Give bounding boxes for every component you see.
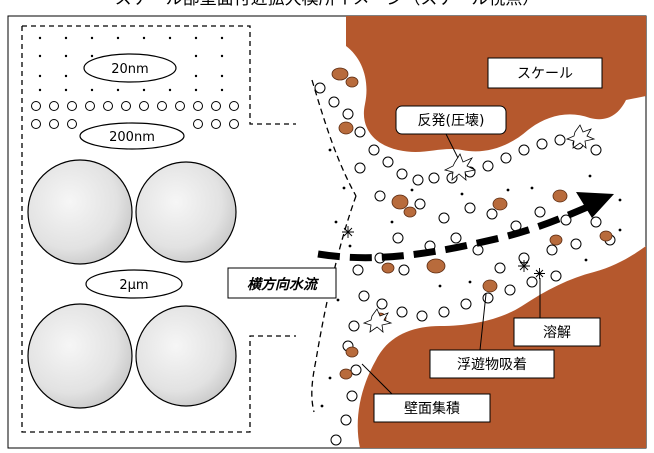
svg-text:2μm: 2μm [119, 278, 148, 293]
pore-grid-200nm [31, 101, 239, 129]
cut-off-title: スケール部壁面付近拡大模所イメージ（スケール視点） [0, 0, 654, 9]
size-label-2um: 2μm [85, 269, 183, 299]
pore-block-outline [21, 25, 296, 433]
size-label-200nm: 200nm [79, 122, 185, 150]
svg-text:スケール: スケール [517, 66, 573, 82]
label-suspended-adsorption: 浮遊物吸着 [429, 293, 555, 379]
svg-text:反発(圧壊): 反発(圧壊) [418, 113, 485, 129]
label-scale: スケール [487, 57, 603, 89]
svg-text:壁面集積: 壁面集積 [404, 400, 460, 417]
size-label-20nm: 20nm [83, 53, 177, 83]
flow-arrow-icon [317, 202, 592, 262]
flow-arrow-head [576, 192, 614, 218]
svg-text:20nm: 20nm [111, 62, 148, 77]
flow-boundary-lower [311, 195, 357, 413]
svg-text:浮遊物吸着: 浮遊物吸着 [457, 357, 527, 373]
asterisk-particle-icon [342, 226, 545, 279]
burst-icon [362, 124, 596, 333]
pore-grid-20nm [38, 36, 224, 92]
label-lateral-flow: 横方向水流 [227, 267, 337, 299]
label-dissolution: 溶解 [513, 278, 601, 347]
fine-dots [320, 148, 622, 408]
pore-spheres-2um [27, 159, 237, 409]
svg-text:200nm: 200nm [109, 130, 155, 145]
flow-boundary-upper [311, 79, 357, 197]
label-wall-accumulation: 壁面集積 [361, 363, 491, 423]
svg-text:横方向水流: 横方向水流 [247, 276, 320, 293]
svg-text:溶解: 溶解 [543, 325, 571, 341]
void-circles [314, 82, 616, 446]
label-rebound: 反発(圧壊) [395, 105, 507, 159]
